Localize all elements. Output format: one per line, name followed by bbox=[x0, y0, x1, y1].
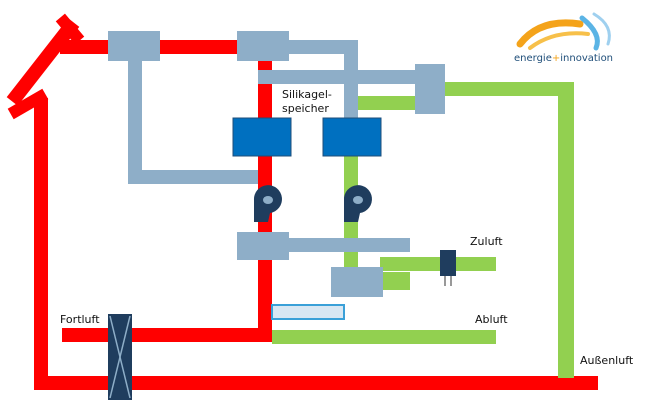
logo-word-innovation: innovation bbox=[560, 53, 614, 64]
fan-left bbox=[253, 185, 282, 222]
abluft-duct bbox=[272, 330, 496, 344]
logo-swoosh-icon bbox=[516, 12, 611, 51]
logo-plus: + bbox=[551, 53, 561, 64]
grey-duct-left-horizontal bbox=[128, 170, 258, 184]
house-left-wall bbox=[34, 98, 48, 390]
condensate-line bbox=[271, 304, 345, 320]
green-duct-top-horizontal bbox=[440, 82, 574, 96]
exhaust-air-label: Fortluft bbox=[60, 313, 100, 326]
grey-duct-lower-horizontal bbox=[270, 238, 410, 252]
eave-piece bbox=[7, 88, 49, 120]
heat-exchanger bbox=[108, 314, 132, 400]
storage-unit-left bbox=[232, 117, 292, 157]
grey-duct-left-vertical bbox=[128, 54, 142, 184]
energie-innovation-logo: energie+innovation bbox=[510, 10, 630, 70]
logo-text: energie+innovation bbox=[514, 53, 613, 64]
outside-air-label: Außenluft bbox=[580, 354, 634, 367]
storage-label: Silikagel- speicher bbox=[282, 88, 332, 115]
extract-air-label: Abluft bbox=[475, 313, 508, 326]
zuluft-duct bbox=[380, 257, 496, 271]
fan-right bbox=[343, 185, 372, 222]
logo-word-energie: energie bbox=[514, 53, 552, 64]
green-link-box bbox=[380, 272, 410, 290]
green-duct-inner-horizontal bbox=[344, 96, 418, 110]
damper-box-lower-left bbox=[237, 232, 289, 260]
damper-box-top-left bbox=[108, 31, 160, 61]
damper-box-lower-right bbox=[331, 267, 383, 297]
grey-duct-horizontal-mid bbox=[258, 70, 438, 84]
roof-top-stub bbox=[55, 13, 85, 45]
damper-box-top-mid bbox=[237, 31, 289, 61]
house-bottom-duct bbox=[34, 376, 598, 390]
damper-box-top-right bbox=[415, 64, 445, 114]
green-duct-right-vertical bbox=[558, 82, 574, 378]
supply-air-label: Zuluft bbox=[470, 235, 503, 248]
storage-unit-right bbox=[322, 117, 382, 157]
supply-air-sensor bbox=[440, 250, 456, 286]
fortluft-duct bbox=[62, 328, 272, 342]
